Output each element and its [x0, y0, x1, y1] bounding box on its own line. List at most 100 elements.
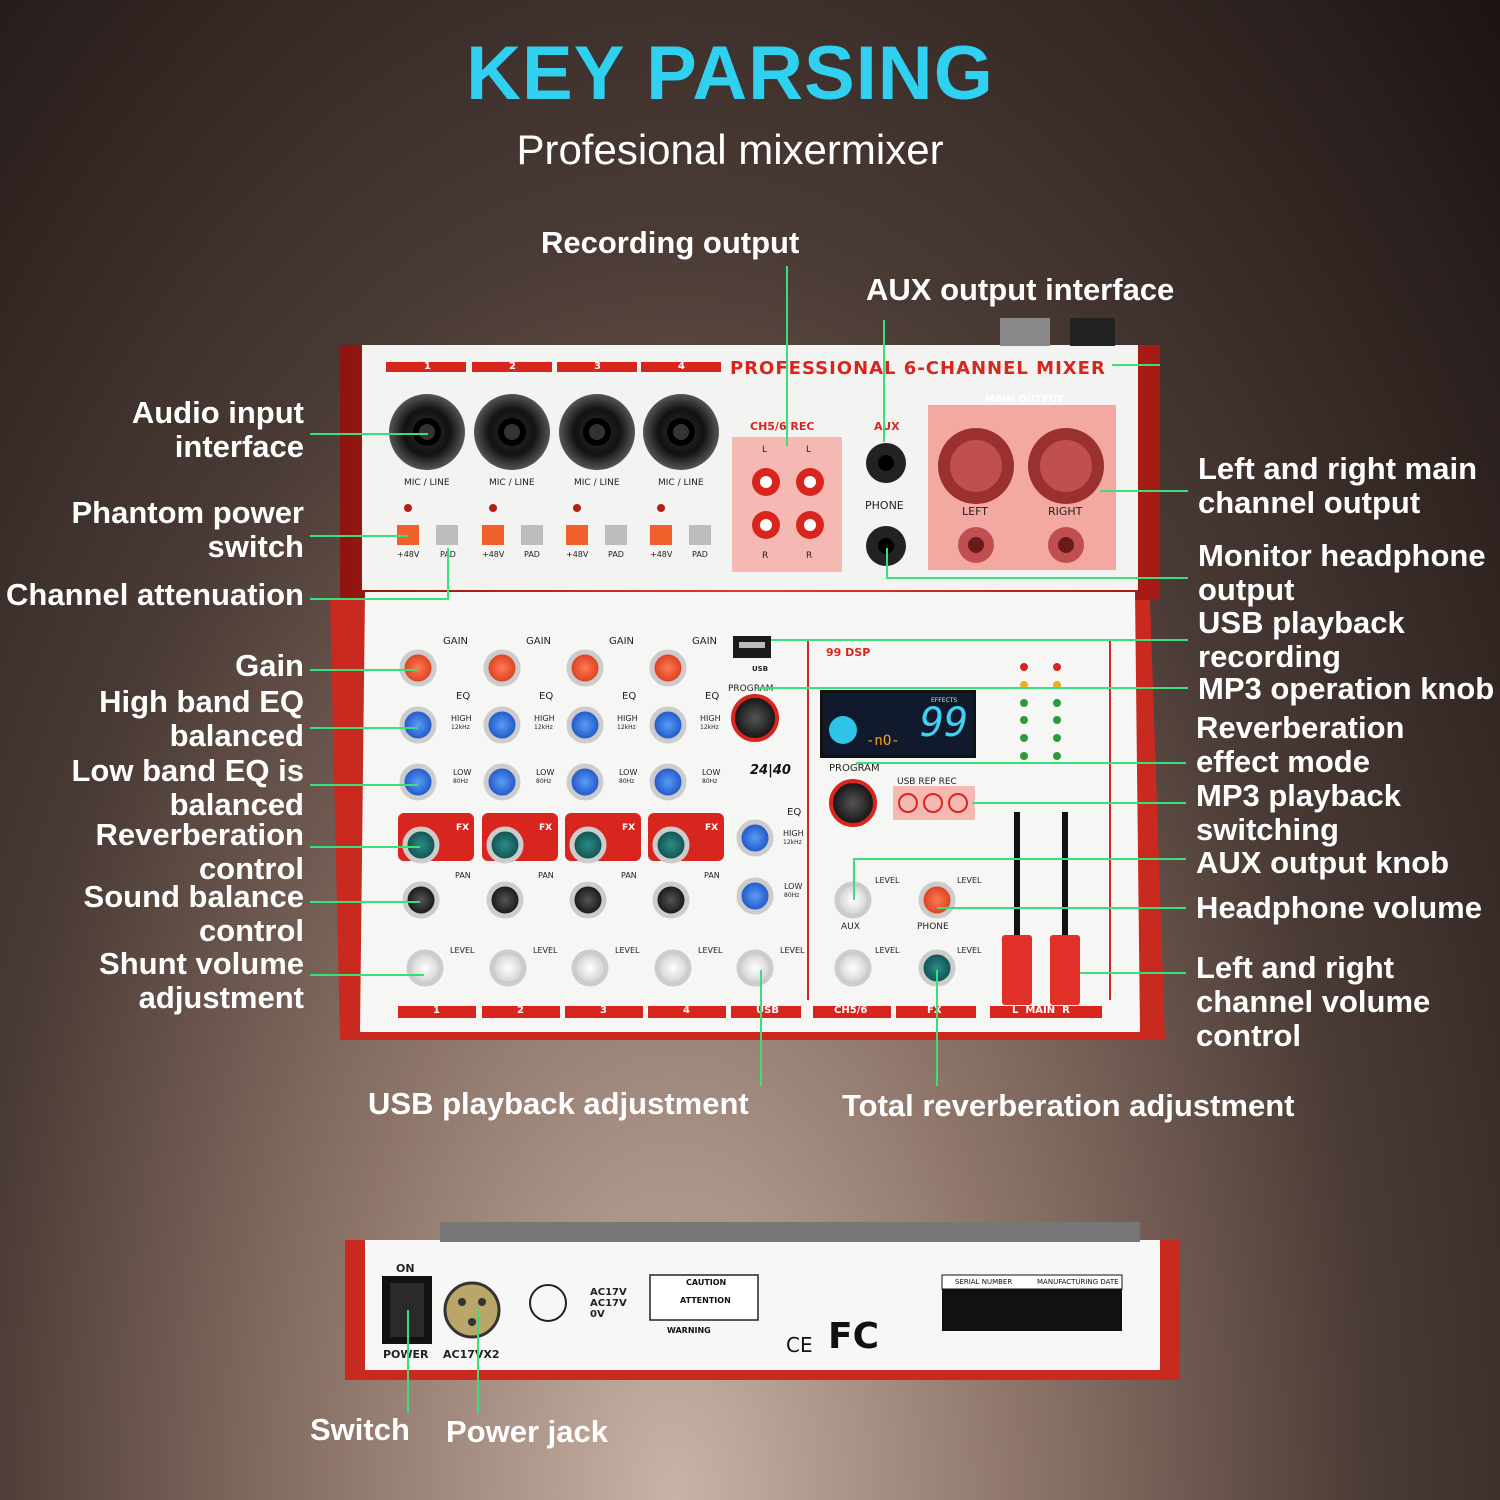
usb-rep-rec-label: USB REP REC [897, 777, 957, 787]
leader-line [310, 846, 420, 848]
rear-ce: CE [786, 1333, 813, 1357]
fx-badge: FX [539, 823, 553, 833]
rec-l-label: L [762, 445, 768, 455]
callout-reverb-effect-mode: Reverberation effect mode [1196, 710, 1405, 779]
callout-high-band-eq: High band EQ balanced [99, 684, 304, 753]
pan-label: PAN [455, 871, 471, 880]
low-freq-label: 80Hz [784, 892, 800, 899]
leader-line [853, 858, 855, 900]
plus48v-label: +48V [397, 550, 420, 559]
low-eq-label: LOW [784, 882, 803, 891]
level-label: LEVEL [450, 946, 475, 955]
leader-line [310, 784, 418, 786]
rear-ac-line: 0V [590, 1309, 605, 1320]
strip-label: L MAIN R [1012, 1005, 1070, 1016]
high-eq-label: HIGH [617, 714, 638, 723]
gain-label: GAIN [526, 636, 552, 647]
callout-total-reverb-adjustment: Total reverberation adjustment [842, 1088, 1295, 1123]
leader-line [310, 433, 428, 435]
high-freq-label: 12kHz [783, 839, 802, 846]
gain-label: GAIN [692, 636, 718, 647]
callout-shunt-volume: Shunt volume adjustment [99, 946, 304, 1015]
leader-line [886, 577, 1188, 579]
leader-line [786, 266, 788, 446]
plus48v-label: +48V [650, 550, 673, 559]
leader-line [972, 802, 1186, 804]
callout-audio-input-interface: Audio input interface [131, 395, 304, 464]
bottom-strips [398, 1006, 1102, 1018]
level-label: LEVEL [615, 946, 640, 955]
strip-label: USB [756, 1005, 779, 1016]
phone-jack-label: PHONE [865, 499, 904, 512]
fx-badge: FX [622, 823, 636, 833]
level-label: LEVEL [957, 946, 982, 955]
display-no: -nO- [866, 733, 900, 749]
phone-knob-label: PHONE [917, 922, 949, 932]
level-label: LEVEL [875, 876, 900, 885]
callout-lr-channel-volume: Left and right channel volume control [1196, 950, 1431, 1053]
high-freq-label: 12kHz [451, 724, 470, 731]
pan-label: PAN [538, 871, 554, 880]
low-eq-label: LOW [536, 768, 555, 777]
leader-line [310, 669, 418, 671]
leader-line [853, 858, 1186, 860]
callout-usb-playback-adjustment: USB playback adjustment [368, 1086, 749, 1121]
callout-phantom-power-switch: Phantom power switch [71, 495, 304, 564]
rear-ac17vx2-label: AC17VX2 [443, 1348, 500, 1361]
callout-sound-balance-control: Sound balance control [83, 879, 304, 948]
leader-line [407, 1310, 409, 1413]
mixer-brand-text: PROFESSIONAL 6-CHANNEL MIXER [730, 358, 1106, 379]
fader-left-cap [1002, 935, 1032, 1005]
xlr-combo-inputs [389, 394, 719, 470]
level-label: LEVEL [875, 946, 900, 955]
callout-channel-attenuation: Channel attenuation [6, 577, 304, 612]
leader-line [1080, 972, 1186, 974]
leader-line [856, 762, 1186, 764]
high-eq-label: HIGH [783, 829, 804, 838]
left-output-label: LEFT [962, 505, 988, 518]
callout-lr-main-output: Left and right main channel output [1198, 451, 1477, 520]
leader-line [883, 320, 885, 442]
mic-line-label: MIC / LINE [489, 478, 535, 488]
rec-l-label: L [806, 445, 812, 455]
page-title: KEY PARSING [466, 31, 994, 116]
mic-line-label: MIC / LINE [658, 478, 704, 488]
power-jack-body [443, 1281, 501, 1339]
phantom-pad-buttons [397, 504, 711, 545]
pad-label: PAD [692, 550, 708, 559]
plus48v-label: +48V [482, 550, 505, 559]
fader-right-cap [1050, 935, 1080, 1005]
callout-switch: Switch [310, 1412, 410, 1447]
gain-label: GAIN [609, 636, 635, 647]
leader-line [310, 974, 424, 976]
callout-monitor-headphone-output: Monitor headphone output [1198, 538, 1486, 607]
eq-label: EQ [787, 807, 802, 818]
callout-mp3-operation-knob: MP3 operation knob [1198, 671, 1495, 706]
rear-serial-number: SERIAL NUMBER [955, 1278, 1013, 1286]
low-freq-label: 80Hz [453, 778, 469, 785]
program-label: PROGRAM [728, 684, 774, 694]
pad-label: PAD [608, 550, 624, 559]
rec-panel [732, 437, 842, 572]
low-freq-label: 80Hz [536, 778, 552, 785]
usb-small-label: USB [752, 665, 769, 673]
low-freq-label: 80Hz [619, 778, 635, 785]
bit-depth-badge: 24|40 [750, 763, 791, 778]
dsp-label: 99 DSP [826, 646, 871, 659]
callout-mp3-playback-switching: MP3 playback switching [1196, 778, 1402, 847]
strip-label: CH5/6 [834, 1005, 868, 1016]
pad-label: PAD [524, 550, 540, 559]
main-output-label: MAIN OUTPUT [985, 394, 1064, 405]
high-eq-label: HIGH [700, 714, 721, 723]
low-eq-label: LOW [453, 768, 472, 777]
rear-power-label: POWER [383, 1348, 429, 1361]
leader-line [760, 970, 762, 1086]
rca-jacks [752, 468, 824, 539]
plus48v-label: +48V [566, 550, 589, 559]
callout-headphone-volume: Headphone volume [1196, 890, 1482, 925]
level-label: LEVEL [698, 946, 723, 955]
high-freq-label: 12kHz [534, 724, 553, 731]
high-eq-label: HIGH [534, 714, 555, 723]
high-freq-label: 12kHz [700, 724, 719, 731]
